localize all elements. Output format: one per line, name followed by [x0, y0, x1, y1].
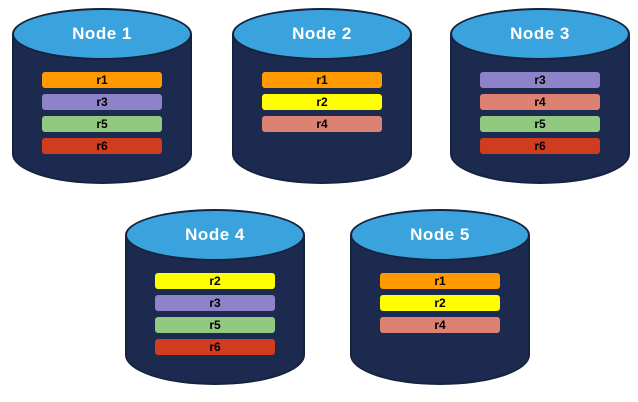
replica-bar-r6[interactable]: r6 [480, 138, 600, 154]
cylinder-top-ellipse [350, 209, 530, 261]
replica-list: r1 r3 r5 r6 [42, 72, 162, 154]
replica-bar-r6[interactable]: r6 [155, 339, 275, 355]
cylinder-top-ellipse [232, 8, 412, 60]
replica-bar-r3[interactable]: r3 [42, 94, 162, 110]
replica-bar-r2[interactable]: r2 [380, 295, 500, 311]
replica-bar-r6[interactable]: r6 [42, 138, 162, 154]
replica-bar-r4[interactable]: r4 [262, 116, 382, 132]
replica-bar-r2[interactable]: r2 [262, 94, 382, 110]
replica-bar-r4[interactable]: r4 [380, 317, 500, 333]
replica-bar-r3[interactable]: r3 [480, 72, 600, 88]
cylinder-top-ellipse [12, 8, 192, 60]
replica-bar-r5[interactable]: r5 [480, 116, 600, 132]
cylinder-top-ellipse [450, 8, 630, 60]
replica-bar-r1[interactable]: r1 [380, 273, 500, 289]
replica-list: r3 r4 r5 r6 [480, 72, 600, 154]
replica-bar-r5[interactable]: r5 [42, 116, 162, 132]
cylinder-top-ellipse [125, 209, 305, 261]
replica-list: r1 r2 r4 [262, 72, 382, 132]
replica-bar-r4[interactable]: r4 [480, 94, 600, 110]
replica-bar-r2[interactable]: r2 [155, 273, 275, 289]
replica-bar-r3[interactable]: r3 [155, 295, 275, 311]
replica-bar-r1[interactable]: r1 [262, 72, 382, 88]
replica-bar-r5[interactable]: r5 [155, 317, 275, 333]
replica-bar-r1[interactable]: r1 [42, 72, 162, 88]
replica-list: r1 r2 r4 [380, 273, 500, 333]
replica-list: r2 r3 r5 r6 [155, 273, 275, 355]
